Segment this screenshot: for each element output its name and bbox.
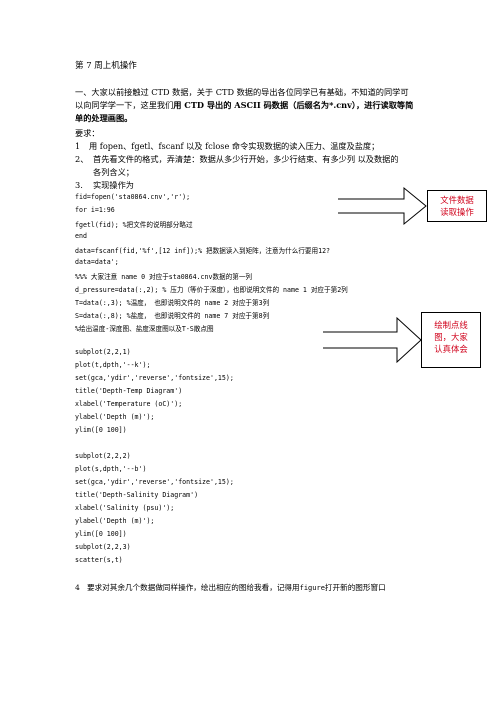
- intro-line-1: 一、大家以前接触过 CTD 数据，关于 CTD 数据的导出各位同学已有基础，不知…: [75, 87, 409, 97]
- requirement-item-2-cont: 各列含义；: [93, 167, 134, 177]
- code-line: end: [75, 232, 87, 240]
- code-line: xlabel('Salinity (psu)');: [75, 504, 175, 512]
- code-line: d_pressure=data(:,2); % 压力（等价于深度），也即说明文件…: [75, 286, 348, 294]
- intro-line-3: 单的处理画图。: [75, 113, 133, 123]
- code-line: xlabel('Temperature (oC)');: [75, 400, 183, 408]
- callout-arrow-icon: [338, 186, 427, 226]
- callout-arrow-icon: [323, 316, 422, 364]
- code-line: title('Depth-Salinity Diagram'): [75, 491, 199, 499]
- callout-file-read: 文件数据 读取操作: [427, 190, 487, 222]
- code-line: T=data(:,3); %温度， 也即说明文件的 name 2 对应于第3列: [75, 299, 270, 307]
- code-line: ylim([0 100]): [75, 530, 127, 538]
- code-line: fid=fopen('sta0864.cnv','r');: [75, 193, 191, 201]
- code-line: for i=1:96: [75, 206, 115, 214]
- requirements-label: 要求：: [75, 128, 100, 138]
- code-line: set(gca,'ydir','reverse','fontsize',15);: [75, 478, 234, 486]
- code-line: subplot(2,2,1): [75, 348, 131, 356]
- intro-paragraph: 一、大家以前接触过 CTD 数据，关于 CTD 数据的导出各位同学已有基础，不知…: [75, 86, 425, 125]
- code-line: S=data(:,8); %盐度， 也即说明文件的 name 7 对应于第8列: [75, 312, 270, 320]
- code-line: set(gca,'ydir','reverse','fontsize',15);: [75, 374, 234, 382]
- code-line: fgetl(fid); %把文件的说明部分略过: [75, 221, 193, 229]
- code-line: plot(s,dpth,'--b'): [75, 465, 147, 473]
- code-line: ylabel('Depth (m)');: [75, 517, 155, 525]
- page-title: 第 7 周上机操作: [75, 61, 137, 71]
- code-line: plot(t,dpth,'--k');: [75, 361, 151, 369]
- code-line: subplot(2,2,3): [75, 543, 131, 551]
- requirement-item-2: 2、首先看文件的格式，弄清楚：数据从多少行开始，多少行结束、有多少列 以及数据的: [75, 154, 399, 164]
- code-line: ylabel('Depth (m)');: [75, 413, 155, 421]
- code-line: scatter(s,t): [75, 556, 123, 564]
- requirement-item-3: 3.实现操作为: [75, 180, 134, 190]
- code-line: title('Depth-Temp Diagram'): [75, 387, 183, 395]
- code-line: data=data';: [75, 258, 119, 266]
- code-line: data=fscanf(fid,'%f',[12 inf]);% 把数据读入到矩…: [75, 247, 331, 255]
- code-line: %%% 大家注意 name 0 对应于sta0864.cnv数据的第一列: [75, 273, 253, 281]
- intro-line-2: 以向同学学一下，这里我们用 CTD 导出的 ASCII 码数据（后缀名为*.cn…: [75, 100, 414, 110]
- code-line: subplot(2,2,2): [75, 452, 131, 460]
- code-line: %绘出温度-深度图、盐度深度图以及T-S散点图: [75, 325, 214, 333]
- callout-plot: 绘制点线 图，大家 认真体会: [421, 312, 481, 368]
- code-line: ylim([0 100]): [75, 426, 127, 434]
